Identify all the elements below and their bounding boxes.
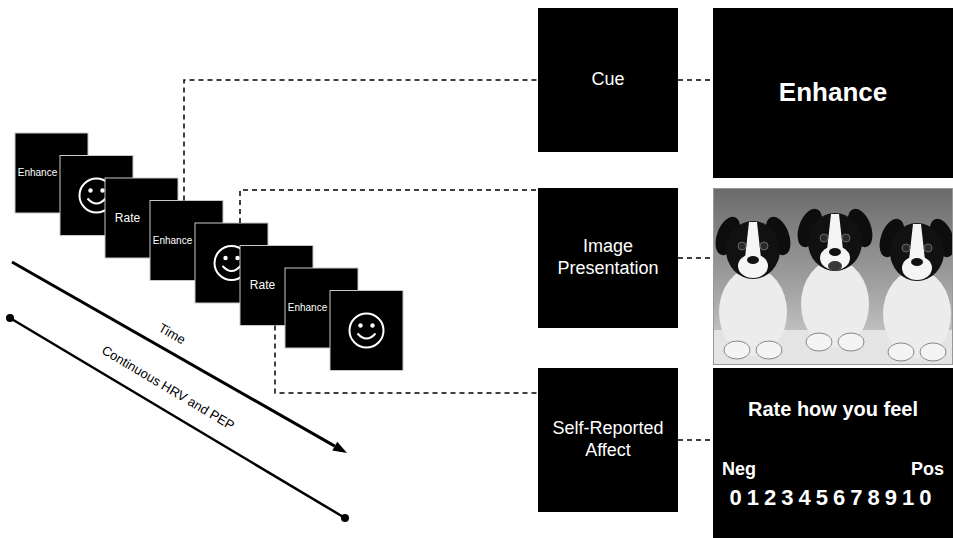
puppy-photo bbox=[713, 188, 953, 365]
cue-slide: Enhance bbox=[150, 201, 195, 281]
text-row: Enhance bbox=[288, 302, 327, 314]
scale-label: Pos bbox=[911, 459, 944, 481]
dashed-connector bbox=[678, 439, 713, 441]
leader-line bbox=[240, 190, 538, 223]
rating-slide: Rate bbox=[105, 178, 150, 258]
text-row: Rate how you feel bbox=[722, 397, 944, 421]
dashed-connector bbox=[275, 326, 538, 394]
slide-stack bbox=[15, 133, 403, 371]
scale-label: Neg bbox=[722, 459, 756, 481]
text-row: Rate bbox=[115, 211, 140, 225]
cue-slide: Enhance bbox=[15, 133, 60, 213]
box-label: Rate how you feel bbox=[748, 397, 918, 421]
line-end-dot bbox=[341, 514, 349, 522]
axis-label: Time bbox=[156, 320, 188, 348]
cue-screen: Enhance bbox=[713, 8, 953, 178]
text-row: Rate bbox=[250, 278, 275, 292]
text-row: Neg Pos bbox=[722, 459, 944, 481]
line-end-dot bbox=[6, 314, 14, 322]
cue-slide: Enhance bbox=[285, 268, 330, 348]
text-row: Enhance bbox=[18, 167, 57, 179]
time-arrowhead bbox=[332, 442, 347, 453]
puppy-figure bbox=[875, 215, 953, 361]
box-label: Enhance bbox=[288, 302, 327, 314]
rating-slide: Rate bbox=[240, 246, 285, 326]
rating-screen: Rate how you feelNeg Pos 012345678910 bbox=[713, 368, 953, 538]
time-axis bbox=[12, 262, 347, 453]
box-label: Enhance bbox=[18, 167, 57, 179]
text-row: Enhance bbox=[779, 77, 887, 108]
box-label: Cue bbox=[591, 69, 624, 91]
text-row: Enhance bbox=[153, 235, 192, 247]
photo-border bbox=[714, 189, 953, 365]
puppy-mouth bbox=[828, 261, 842, 271]
text-row: Self-Reported Affect bbox=[546, 418, 670, 461]
phase-box: Cue bbox=[538, 8, 678, 152]
text-row: Cue bbox=[591, 69, 624, 91]
dashed-connector bbox=[184, 80, 538, 201]
phase-box: Image Presentation bbox=[538, 188, 678, 328]
scale-label: 012345678910 bbox=[730, 485, 937, 511]
leader-line bbox=[678, 257, 713, 259]
axis-label: Continuous HRV and PEP bbox=[99, 343, 237, 434]
box-label: Enhance bbox=[153, 235, 192, 247]
smiley-icon bbox=[350, 314, 384, 348]
text-row: 012345678910 bbox=[722, 485, 944, 511]
box-label: Self-Reported Affect bbox=[546, 418, 670, 461]
text-row: Image Presentation bbox=[546, 236, 670, 279]
recording-line bbox=[10, 318, 345, 518]
dashed-connector bbox=[678, 79, 713, 81]
time-arrow-line bbox=[12, 262, 335, 446]
puppy-figure bbox=[713, 213, 795, 359]
trial-slide bbox=[330, 291, 403, 371]
box-label: Image Presentation bbox=[546, 236, 670, 279]
box-label: Rate bbox=[250, 278, 275, 292]
box-label: Enhance bbox=[779, 77, 887, 108]
phase-box: Self-Reported Affect bbox=[538, 368, 678, 512]
box-label: Rate bbox=[115, 211, 140, 225]
recording-axis bbox=[6, 314, 349, 522]
puppy-figure bbox=[793, 205, 877, 351]
